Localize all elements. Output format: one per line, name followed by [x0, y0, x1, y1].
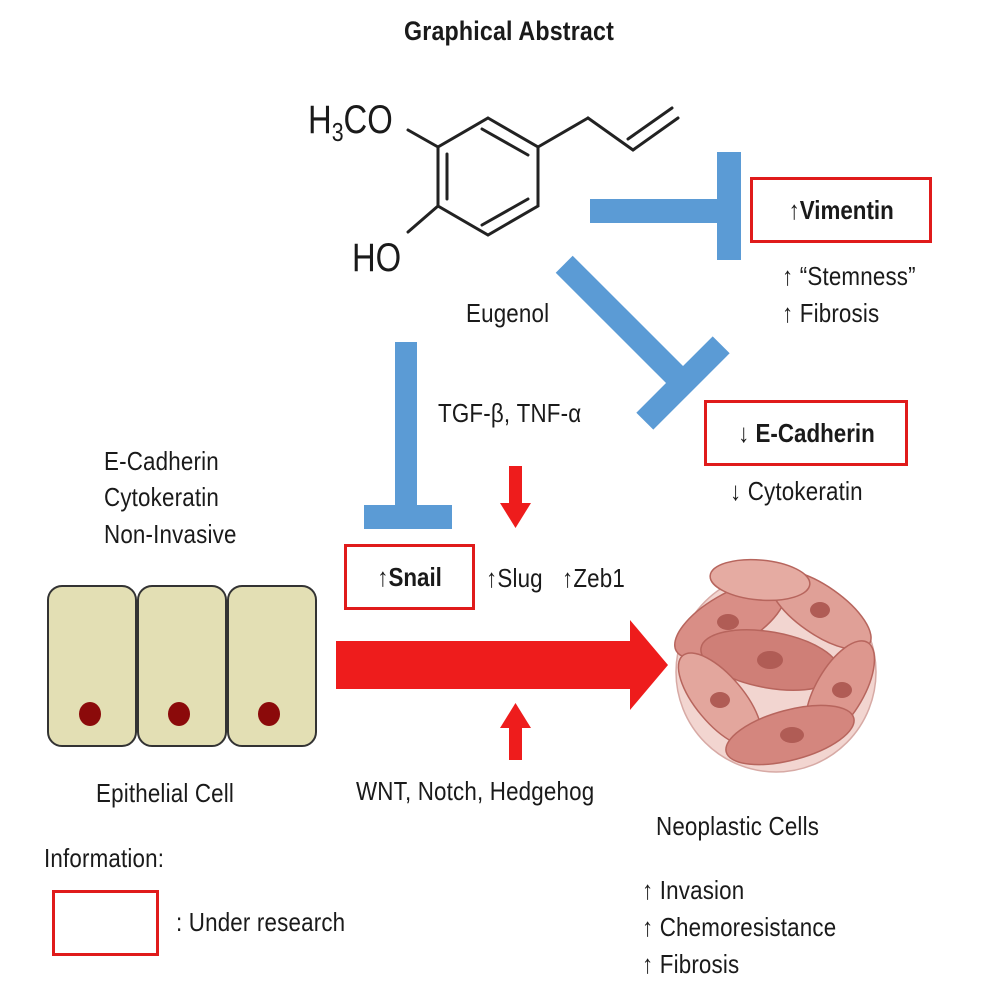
neoplastic-nucleus — [717, 614, 739, 630]
epithelial-cell-label: Epithelial Cell — [96, 778, 235, 808]
methoxy-label: H3CO — [308, 98, 393, 148]
vimentin-box: ↑Vimentin — [750, 177, 932, 243]
hydroxyl-bond — [406, 204, 440, 234]
snail-inhibition-bar — [364, 505, 452, 529]
ecadherin-effect-cytokeratin: ↓ Cytokeratin — [730, 476, 863, 506]
ring-double-bond — [480, 127, 530, 157]
allyl-double-bond — [631, 116, 680, 152]
methoxy-bond — [406, 128, 440, 149]
slug-label: ↑Slug — [486, 563, 543, 593]
neoplastic-nucleus — [810, 602, 830, 618]
cell-nucleus — [258, 702, 280, 726]
tgf-activation-arrow-head — [500, 503, 531, 528]
epithelial-marker-ecadherin: E-Cadherin — [104, 446, 219, 476]
tgf-activation-arrow-shaft — [509, 466, 522, 508]
neoplastic-cell — [709, 558, 811, 602]
hydroxyl-label: HO — [352, 236, 402, 280]
eugenol-label: Eugenol — [466, 298, 550, 328]
allyl-bond — [536, 116, 590, 149]
emt-transition-arrow-shaft — [336, 641, 636, 689]
allyl-double-bond — [626, 106, 674, 141]
page-title: Graphical Abstract — [404, 16, 615, 46]
neoplastic-nucleus — [780, 727, 804, 743]
e-cadherin-box: ↓ E-Cadherin — [704, 400, 908, 466]
vimentin-inhibition-bar — [717, 152, 741, 260]
vimentin-inhibition-shaft — [590, 199, 725, 223]
wnt-activation-arrow-shaft — [509, 725, 522, 760]
vimentin-effect-stemness: ↑ “Stemness” — [782, 261, 916, 291]
wnt-activation-arrow-head — [500, 703, 531, 728]
inducers-bottom-label: WNT, Notch, Hedgehog — [356, 776, 595, 806]
legend-description: : Under research — [176, 907, 346, 937]
snail-inhibition-shaft — [395, 342, 417, 512]
methoxy-group: H3CO — [308, 98, 393, 147]
epithelial-cell — [47, 585, 137, 747]
zeb1-label: ↑Zeb1 — [562, 563, 626, 593]
ring-double-bond — [480, 197, 530, 227]
cell-nucleus — [79, 702, 101, 726]
emt-transition-arrow-head — [630, 620, 668, 710]
neoplastic-effect-chemoresistance: ↑ Chemoresistance — [642, 912, 837, 942]
snail-label: ↑Snail — [377, 561, 442, 592]
neoplastic-effect-invasion: ↑ Invasion — [642, 875, 745, 905]
neoplastic-effect-fibrosis: ↑ Fibrosis — [642, 949, 740, 979]
epithelial-cell — [227, 585, 317, 747]
allyl-bond — [586, 116, 635, 152]
vimentin-label: ↑Vimentin — [788, 194, 894, 225]
e-cadherin-label: ↓ E-Cadherin — [737, 417, 875, 448]
neoplastic-nucleus — [832, 682, 852, 698]
neoplastic-cells-label: Neoplastic Cells — [656, 811, 820, 841]
cell-nucleus — [168, 702, 190, 726]
inducers-top-label: TGF-β, TNF-α — [438, 398, 582, 428]
legend-title: Information: — [44, 843, 165, 873]
neoplastic-nucleus — [710, 692, 730, 708]
legend-swatch-box — [52, 890, 159, 956]
ecadherin-inhibition-shaft — [555, 255, 692, 392]
epithelial-marker-noninvasive: Non-Invasive — [104, 519, 237, 549]
snail-box: ↑Snail — [344, 544, 475, 610]
ecadherin-inhibition-bar — [636, 336, 730, 430]
epithelial-marker-cytokeratin: Cytokeratin — [104, 482, 219, 512]
neoplastic-nucleus — [757, 651, 783, 669]
vimentin-effect-fibrosis: ↑ Fibrosis — [782, 298, 880, 328]
epithelial-cell — [137, 585, 227, 747]
